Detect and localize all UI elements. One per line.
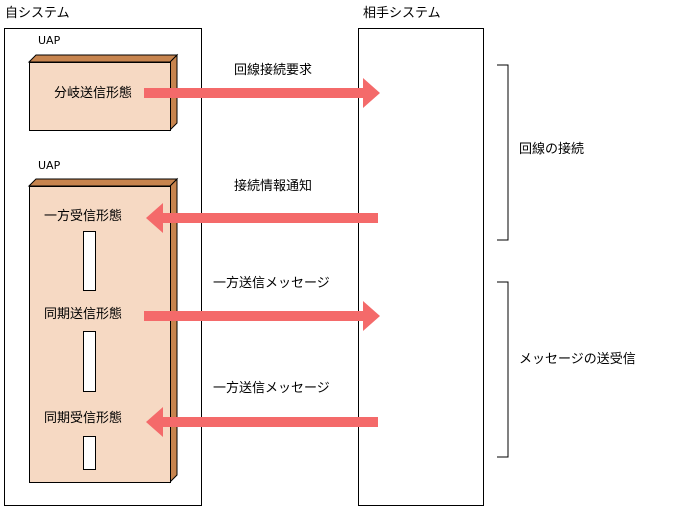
uap2-slot-2: [83, 331, 96, 392]
uap2-mode-one-way-receive: 一方受信形態: [44, 209, 123, 224]
arrow-one-way-send-in: [146, 407, 378, 437]
bracket-messaging: [497, 281, 509, 458]
uap2-mode-sync-receive: 同期受信形態: [44, 411, 123, 426]
uap2-mode-sync-send: 同期送信形態: [44, 307, 123, 322]
arrow-line-connect-request: [144, 78, 380, 108]
phase-label-line-connection: 回線の接続: [519, 142, 585, 157]
partner-system-box: [358, 28, 484, 506]
phase-label-messaging: メッセージの送受信: [519, 352, 636, 367]
message-label-one-way-send-1: 一方送信メッセージ: [213, 276, 330, 291]
uap2-box: [29, 186, 171, 483]
uap2-slot-1: [83, 231, 96, 291]
uap1-label: UAP: [38, 34, 61, 47]
uap1-mode-branch-send: 分岐送信形態: [54, 86, 133, 101]
uap2-label: UAP: [38, 159, 61, 172]
uap2-slot-3: [83, 436, 96, 470]
partner-system-title: 相手システム: [363, 6, 441, 21]
arrow-one-way-send-out: [144, 301, 380, 331]
arrow-connection-info-notice: [146, 203, 378, 233]
message-label-connection-info: 接続情報通知: [234, 179, 313, 194]
message-label-connect-request: 回線接続要求: [234, 63, 313, 78]
bracket-line-connection: [497, 64, 509, 241]
message-label-one-way-send-2: 一方送信メッセージ: [213, 381, 330, 396]
own-system-title: 自システム: [5, 6, 70, 21]
